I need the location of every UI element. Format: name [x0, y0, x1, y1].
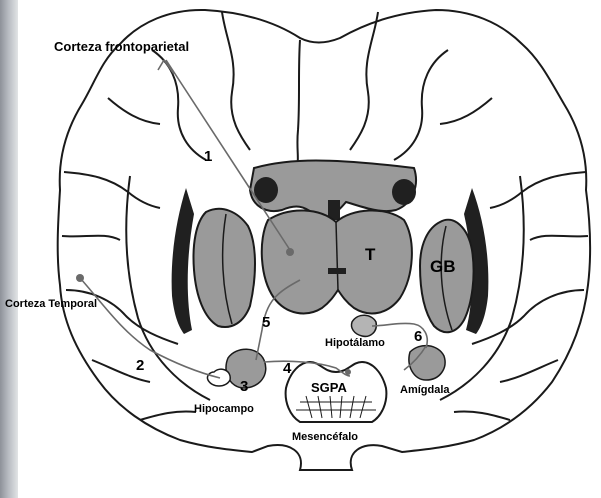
temporal-origin — [76, 274, 84, 282]
label-hypothalamus: Hipotálamo — [325, 337, 385, 349]
pathway-number-1: 1 — [204, 148, 212, 165]
label-frontoparietal: Corteza frontoparietal — [54, 39, 189, 54]
label-hippocampus: Hipocampo — [194, 403, 254, 415]
pathway-number-6: 6 — [414, 328, 422, 345]
frontoparietal-terminal — [286, 248, 294, 256]
label-thalamus: T — [365, 245, 376, 264]
label-basal-ganglia: GB — [430, 257, 456, 276]
label-midbrain: Mesencéfalo — [292, 431, 358, 443]
pathway-number-2: 2 — [136, 357, 144, 374]
pag-terminal — [345, 369, 351, 375]
right-caudate-dark — [392, 179, 416, 205]
third-ventricle-dark — [328, 268, 346, 274]
pathway-number-5: 5 — [262, 314, 270, 331]
pathway-number-4: 4 — [283, 360, 292, 377]
label-pag: SGPA — [311, 380, 347, 395]
label-temporal: Corteza Temporal — [5, 298, 97, 310]
amygdala-structure — [409, 346, 445, 380]
pathway-number-3: 3 — [240, 378, 248, 395]
label-amygdala: Amígdala — [400, 384, 450, 396]
